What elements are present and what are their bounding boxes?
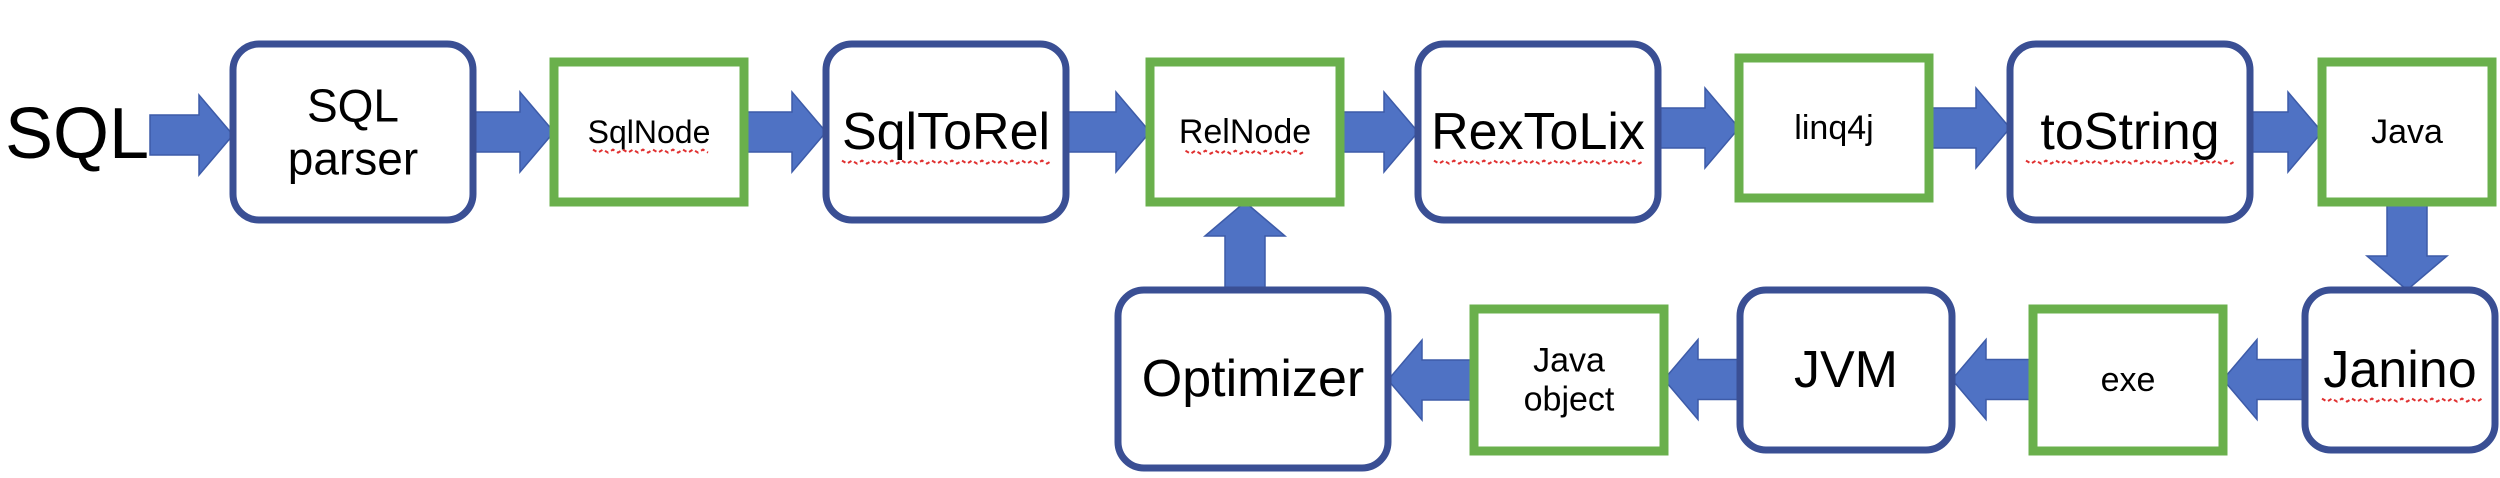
node-optimizer: Optimizer xyxy=(1114,286,1392,472)
node-exe: exe xyxy=(2028,304,2228,456)
node-sql-parser-label-line2: parser xyxy=(288,132,418,184)
arrow-sqlnode-to-sqltorel xyxy=(743,89,827,175)
node-jvm-label: JVM xyxy=(1794,341,1898,399)
spellcheck-squiggle xyxy=(2025,159,2237,165)
node-tostring-box xyxy=(2006,40,2254,224)
node-sql-parser-box xyxy=(229,40,477,224)
arrow-java-to-janino xyxy=(2364,201,2450,291)
arrow-linq4j-to-tostring xyxy=(1928,85,2011,171)
node-rextolix: RexToLix xyxy=(1414,40,1662,224)
arrow-janino-to-exe xyxy=(2222,337,2306,422)
node-java-label: Java xyxy=(2371,113,2443,151)
node-sqlnode-box xyxy=(549,57,749,207)
node-jvm: JVM xyxy=(1736,286,1956,454)
node-relnode-label: RelNode xyxy=(1179,113,1311,151)
spellcheck-squiggle xyxy=(1184,149,1307,155)
node-java-object-label-line2: object xyxy=(1524,381,1615,419)
arrow-input-to-sql-parser xyxy=(149,92,234,178)
arrow-rextolix-to-linq4j xyxy=(1657,85,1740,171)
spellcheck-squiggle xyxy=(841,159,1053,165)
node-janino-box xyxy=(2301,286,2499,454)
flow-arrows xyxy=(149,85,2450,423)
node-jvm-box xyxy=(1736,286,1956,454)
arrow-sqltorel-to-relnode xyxy=(1065,89,1151,175)
node-rextolix-box xyxy=(1414,40,1662,224)
node-relnode: RelNode xyxy=(1145,57,1345,207)
node-sqlnode: SqlNode xyxy=(549,57,749,207)
node-sqltorel-box xyxy=(822,40,1070,224)
spellcheck-squiggle xyxy=(1433,159,1645,165)
arrow-relnode-to-rextolix xyxy=(1339,89,1419,175)
node-relnode-box xyxy=(1145,57,1345,207)
node-sqlnode-label: SqlNode xyxy=(588,114,711,150)
node-sqltorel-label: SqlToRel xyxy=(842,103,1050,161)
node-optimizer-label: Optimizer xyxy=(1142,350,1364,408)
node-tostring: toString xyxy=(2006,40,2254,224)
node-janino: Janino xyxy=(2301,286,2499,454)
arrow-java-object-to-optimizer xyxy=(1387,337,1475,423)
node-exe-box xyxy=(2028,304,2228,456)
arrow-exe-to-jvm xyxy=(1951,337,2034,422)
node-tostring-label: toString xyxy=(2040,103,2219,161)
arrow-sql-parser-to-sqlnode xyxy=(472,89,555,175)
arrow-jvm-to-java-object xyxy=(1663,337,1741,422)
node-exe-label: exe xyxy=(2101,361,2156,399)
arrow-optimizer-to-relnode xyxy=(1202,201,1288,291)
node-rextolix-label: RexToLix xyxy=(1431,103,1645,161)
node-java: Java xyxy=(2317,57,2497,207)
node-java-object-label-line1: Java xyxy=(1533,341,1605,379)
node-janino-label: Janino xyxy=(2323,341,2476,399)
arrow-tostring-to-java xyxy=(2249,89,2323,175)
spellcheck-squiggle xyxy=(592,148,709,154)
input-label-sql: SQL xyxy=(5,94,149,174)
node-linq4j-box xyxy=(1734,53,1934,203)
node-linq4j: linq4j xyxy=(1734,53,1934,203)
node-java-box xyxy=(2317,57,2497,207)
node-optimizer-box xyxy=(1114,286,1392,472)
spellcheck-squiggle xyxy=(2321,397,2483,403)
node-linq4j-label: linq4j xyxy=(1794,109,1873,147)
node-java-object-box xyxy=(1469,304,1669,456)
node-sqltorel: SqlToRel xyxy=(822,40,1070,224)
node-sql-parser-label-line1: SQL xyxy=(307,80,399,132)
